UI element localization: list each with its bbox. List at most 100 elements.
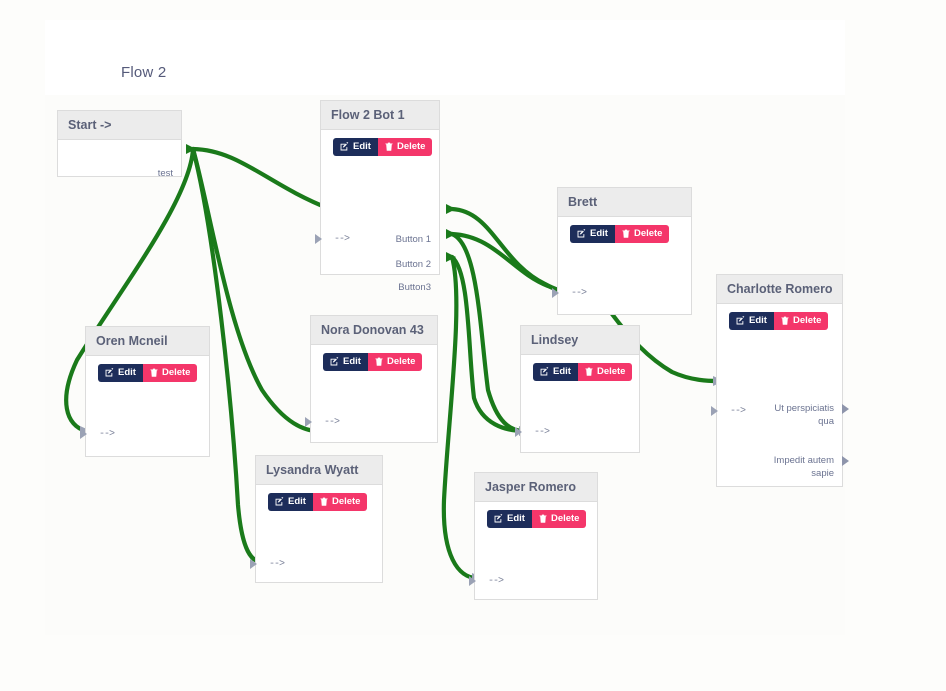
edit-button[interactable]: Edit <box>268 493 313 511</box>
node-body: Edit Delete --> <box>515 355 639 456</box>
node-title: Lindsey <box>521 326 639 355</box>
input-port[interactable]: --> <box>515 425 639 439</box>
node-title: Flow 2 Bot 1 <box>321 101 439 130</box>
edit-button-label: Edit <box>353 141 371 152</box>
node-title: Brett <box>558 188 691 217</box>
input-port-label: --> <box>488 575 504 587</box>
output-port-label: test <box>157 167 173 179</box>
node-actions: Edit Delete <box>475 502 597 528</box>
delete-button[interactable]: Delete <box>773 312 829 330</box>
edit-button[interactable]: Edit <box>570 225 615 243</box>
pencil-square-icon <box>330 357 339 366</box>
delete-button-label: Delete <box>550 513 580 524</box>
edit-button[interactable]: Edit <box>487 510 532 528</box>
trash-icon <box>320 497 328 506</box>
message-port-marker-2 <box>842 456 849 466</box>
input-port-marker <box>305 417 312 427</box>
node-oren-mcneil[interactable]: Oren Mcneil Edit Delete --> <box>80 326 210 457</box>
output-port-button-2[interactable]: Button 2 <box>321 257 439 271</box>
input-port-label: --> <box>269 558 285 570</box>
delete-button[interactable]: Delete <box>142 364 198 382</box>
trash-icon <box>622 229 630 238</box>
edit-button[interactable]: Edit <box>729 312 774 330</box>
pencil-square-icon <box>494 514 503 523</box>
input-port[interactable]: --> <box>552 286 691 300</box>
message-text-1: Ut perspiciatis qua <box>774 403 834 427</box>
delete-button[interactable]: Delete <box>531 510 587 528</box>
input-port-label: --> <box>99 428 115 440</box>
node-title: Lysandra Wyatt <box>256 456 382 485</box>
node-body: Edit Delete --> Ut perspiciatis qua Impe… <box>711 304 849 490</box>
trash-icon <box>385 142 393 151</box>
delete-button-label: Delete <box>792 315 822 326</box>
input-port[interactable]: --> <box>250 557 382 571</box>
delete-button[interactable]: Delete <box>614 225 670 243</box>
edit-button[interactable]: Edit <box>323 353 368 371</box>
node-lindsey[interactable]: Lindsey Edit Delete --> <box>515 325 640 456</box>
input-port-label: --> <box>534 426 550 438</box>
edit-button-label: Edit <box>288 496 306 507</box>
delete-button-label: Delete <box>386 356 416 367</box>
trash-icon <box>375 357 383 366</box>
node-body: Edit Delete --> <box>305 345 437 446</box>
node-actions: Edit Delete <box>717 304 842 330</box>
message-text-2: Impedit autem sapie <box>773 455 834 479</box>
input-port-label: --> <box>324 416 340 428</box>
node-flow2bot1[interactable]: Flow 2 Bot 1 Edit Delete --> Button 1 <box>315 100 440 293</box>
pencil-square-icon <box>540 367 549 376</box>
node-actions: Edit Delete <box>311 345 437 371</box>
node-charlotte-romero[interactable]: Charlotte Romero Edit Delete --> Ut pers… <box>711 274 849 490</box>
input-port-marker <box>469 576 476 586</box>
node-brett[interactable]: Brett Edit Delete --> <box>552 187 692 318</box>
input-port[interactable]: --> <box>315 232 439 246</box>
edit-button-label: Edit <box>507 513 525 524</box>
input-port[interactable]: --> <box>469 574 597 588</box>
edit-button[interactable]: Edit <box>533 363 578 381</box>
node-body: Edit Delete --> Button 1 Button 2 Button… <box>315 130 439 293</box>
delete-button-label: Delete <box>396 141 426 152</box>
input-port-marker <box>80 429 87 439</box>
edit-button-label: Edit <box>749 315 767 326</box>
node-body: Edit Delete --> <box>250 485 382 586</box>
output-port-test[interactable]: test <box>58 166 181 180</box>
page-title: Flow 2 <box>121 64 167 81</box>
node-lysandra-wyatt[interactable]: Lysandra Wyatt Edit Delete --> <box>250 455 383 586</box>
input-port[interactable]: --> <box>711 404 842 418</box>
node-body: Edit Delete --> <box>552 217 691 318</box>
edit-button-label: Edit <box>553 366 571 377</box>
node-title: Jasper Romero <box>475 473 597 502</box>
delete-button[interactable]: Delete <box>577 363 633 381</box>
output-port-button-3[interactable]: Button3 <box>321 280 439 294</box>
delete-button-label: Delete <box>596 366 626 377</box>
edit-button[interactable]: Edit <box>98 364 143 382</box>
edit-button-label: Edit <box>590 228 608 239</box>
node-start[interactable]: Start -> test <box>57 110 182 180</box>
input-port-marker <box>250 559 257 569</box>
input-port[interactable]: --> <box>80 427 209 441</box>
delete-button[interactable]: Delete <box>312 493 368 511</box>
node-nora-donovan-43[interactable]: Nora Donovan 43 Edit Delete --> <box>305 315 438 446</box>
delete-button[interactable]: Delete <box>377 138 433 156</box>
delete-button-label: Delete <box>633 228 663 239</box>
input-port-label: --> <box>730 405 746 417</box>
node-title: Charlotte Romero <box>717 275 842 304</box>
node-actions: Edit Delete <box>256 485 382 511</box>
output-port-button-1[interactable]: Button 1 <box>321 232 439 246</box>
node-title: Nora Donovan 43 <box>311 316 437 345</box>
input-port[interactable]: --> <box>305 415 437 429</box>
message-port-marker-1 <box>842 404 849 414</box>
delete-button[interactable]: Delete <box>367 353 423 371</box>
node-actions: Edit Delete <box>558 217 691 243</box>
input-port-marker <box>552 288 559 298</box>
trash-icon <box>781 316 789 325</box>
pencil-square-icon <box>736 316 745 325</box>
node-jasper-romero[interactable]: Jasper Romero Edit Delete --> <box>469 472 598 600</box>
trash-icon <box>539 514 547 523</box>
input-port-marker <box>315 234 322 244</box>
pencil-square-icon <box>105 368 114 377</box>
input-port-label: --> <box>571 287 587 299</box>
edit-button-label: Edit <box>343 356 361 367</box>
edit-button[interactable]: Edit <box>333 138 378 156</box>
node-title: Oren Mcneil <box>86 327 209 356</box>
